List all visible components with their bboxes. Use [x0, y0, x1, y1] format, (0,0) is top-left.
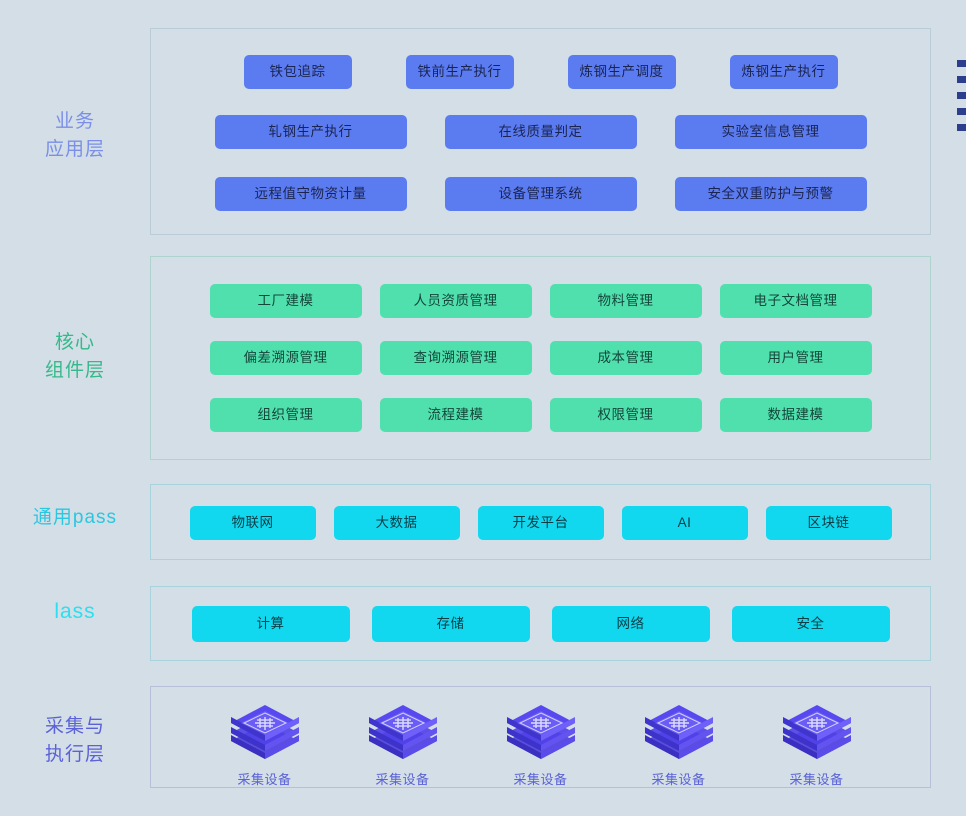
chip-core-2-2[interactable]: 权限管理 [549, 398, 702, 432]
edge-marker [957, 76, 966, 83]
panel-iaas: 计算 存储 网络 安全 [150, 586, 931, 661]
chip-business-1-2[interactable]: 实验室信息管理 [674, 115, 867, 149]
core-row-3: 组织管理 流程建模 权限管理 数据建模 [151, 398, 930, 432]
chip-paas-4[interactable]: 区块链 [765, 506, 892, 540]
device-item-0[interactable]: 采集设备 [197, 701, 333, 788]
business-row-2: 轧钢生产执行 在线质量判定 实验室信息管理 [151, 115, 930, 149]
chip-iaas-3[interactable]: 安全 [731, 606, 890, 642]
chip-business-0-3[interactable]: 炼钢生产执行 [729, 55, 838, 89]
chip-paas-3[interactable]: AI [621, 506, 748, 540]
chip-paas-2[interactable]: 开发平台 [477, 506, 604, 540]
collection-device-icon [365, 701, 441, 763]
layer-label-core: 核心 组件层 [44, 332, 105, 381]
device-item-2[interactable]: 采集设备 [473, 701, 609, 788]
chip-business-1-1[interactable]: 在线质量判定 [444, 115, 637, 149]
panel-paas: 物联网 大数据 开发平台 AI 区块链 [150, 484, 931, 560]
device-caption: 采集设备 [513, 772, 568, 787]
chip-core-1-2[interactable]: 成本管理 [549, 341, 702, 375]
chip-core-1-1[interactable]: 查询溯源管理 [379, 341, 532, 375]
chip-iaas-0[interactable]: 计算 [191, 606, 350, 642]
chip-business-2-1[interactable]: 设备管理系统 [444, 177, 637, 211]
chip-iaas-2[interactable]: 网络 [551, 606, 710, 642]
chip-business-2-2[interactable]: 安全双重防护与预警 [674, 177, 867, 211]
chip-core-0-0[interactable]: 工厂建模 [209, 284, 362, 318]
chip-core-0-2[interactable]: 物料管理 [549, 284, 702, 318]
paas-row-1: 物联网 大数据 开发平台 AI 区块链 [151, 506, 930, 540]
panel-business: 铁包追踪 铁前生产执行 炼钢生产调度 炼钢生产执行 轧钢生产执行 在线质量判定 … [150, 28, 931, 235]
iaas-row-1: 计算 存储 网络 安全 [151, 606, 930, 642]
chip-core-2-1[interactable]: 流程建模 [379, 398, 532, 432]
device-caption: 采集设备 [789, 772, 844, 787]
chip-core-2-3[interactable]: 数据建模 [719, 398, 872, 432]
chip-core-1-3[interactable]: 用户管理 [719, 341, 872, 375]
layer-label-iaas: lass [54, 600, 96, 623]
chip-paas-0[interactable]: 物联网 [189, 506, 316, 540]
chip-business-0-0[interactable]: 铁包追踪 [243, 55, 352, 89]
collection-device-icon [641, 701, 717, 763]
panel-collection: 采集设备 [150, 686, 931, 788]
collection-device-icon [503, 701, 579, 763]
business-row-3: 远程值守物资计量 设备管理系统 安全双重防护与预警 [151, 177, 930, 211]
chip-iaas-1[interactable]: 存储 [371, 606, 530, 642]
chip-business-1-0[interactable]: 轧钢生产执行 [214, 115, 407, 149]
core-row-1: 工厂建模 人员资质管理 物料管理 电子文档管理 [151, 284, 930, 318]
edge-marker [957, 92, 966, 99]
layer-label-business: 业务 应用层 [44, 111, 105, 160]
edge-marker-group [954, 60, 966, 140]
collection-device-icon [227, 701, 303, 763]
device-caption: 采集设备 [237, 772, 292, 787]
device-caption: 采集设备 [651, 772, 706, 787]
device-caption: 采集设备 [375, 772, 430, 787]
chip-paas-1[interactable]: 大数据 [333, 506, 460, 540]
panel-core: 工厂建模 人员资质管理 物料管理 电子文档管理 偏差溯源管理 查询溯源管理 成本… [150, 256, 931, 460]
chip-core-1-0[interactable]: 偏差溯源管理 [209, 341, 362, 375]
edge-marker [957, 124, 966, 131]
chip-business-0-1[interactable]: 铁前生产执行 [405, 55, 514, 89]
device-list: 采集设备 [151, 701, 930, 788]
edge-marker [957, 108, 966, 115]
chip-business-0-2[interactable]: 炼钢生产调度 [567, 55, 676, 89]
collection-device-icon [779, 701, 855, 763]
chip-core-0-3[interactable]: 电子文档管理 [719, 284, 872, 318]
layer-label-collection: 采集与 执行层 [44, 716, 105, 765]
business-row-1: 铁包追踪 铁前生产执行 炼钢生产调度 炼钢生产执行 [151, 55, 930, 89]
chip-business-2-0[interactable]: 远程值守物资计量 [214, 177, 407, 211]
chip-core-2-0[interactable]: 组织管理 [209, 398, 362, 432]
layer-label-paas: 通用pass [32, 507, 118, 528]
chip-core-0-1[interactable]: 人员资质管理 [379, 284, 532, 318]
device-item-4[interactable]: 采集设备 [749, 701, 885, 788]
device-item-3[interactable]: 采集设备 [611, 701, 747, 788]
core-row-2: 偏差溯源管理 查询溯源管理 成本管理 用户管理 [151, 341, 930, 375]
device-item-1[interactable]: 采集设备 [335, 701, 471, 788]
edge-marker [957, 60, 966, 67]
